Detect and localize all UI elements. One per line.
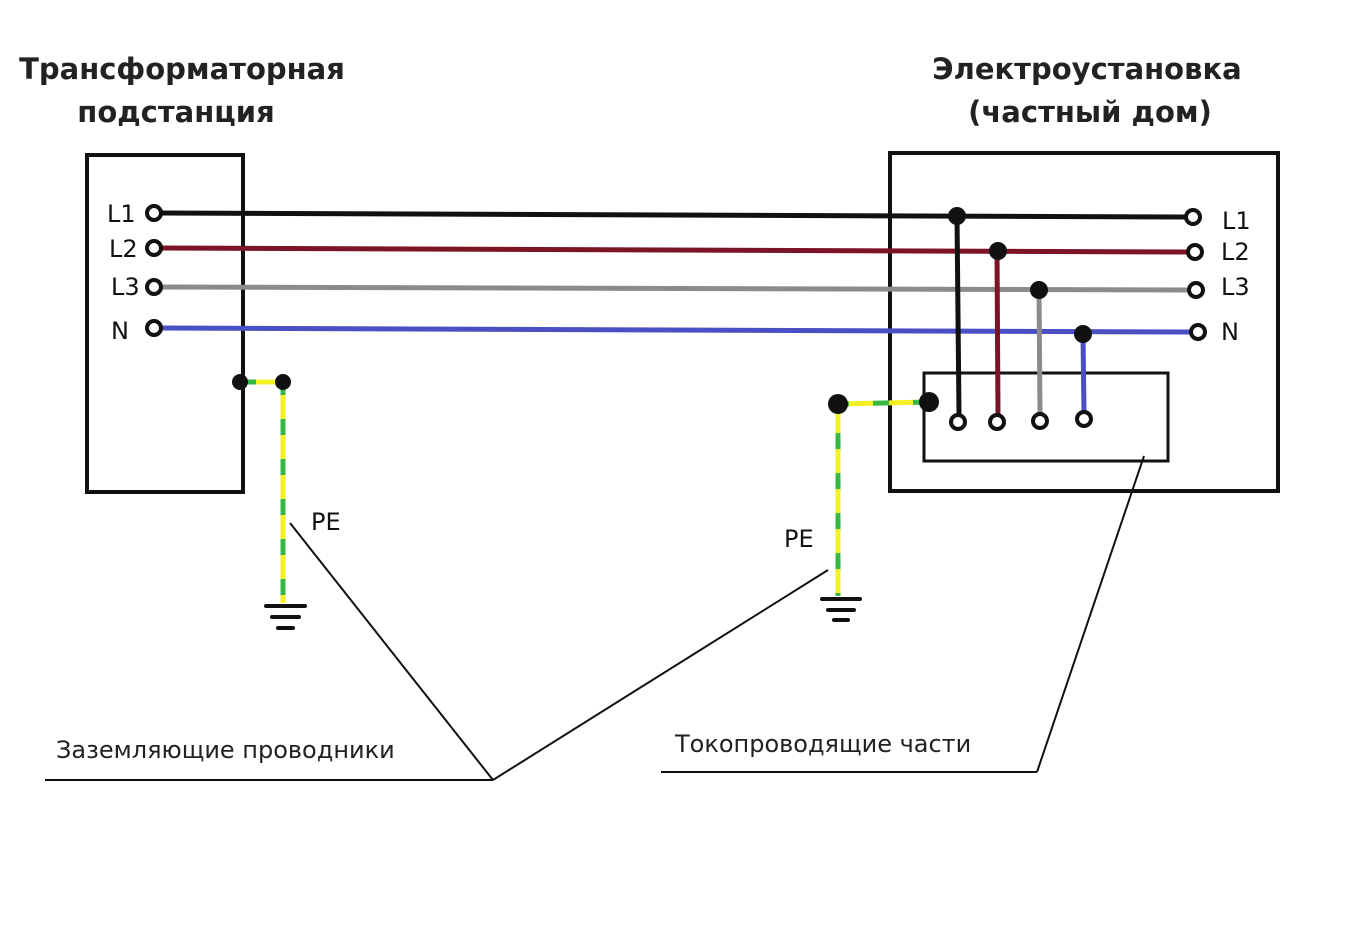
junction-dots [232,207,1092,414]
substation-title-line2: подстанция [77,95,274,129]
label-right-n: N [1221,318,1239,346]
label-right-l3: L3 [1221,273,1250,301]
label-left-l2: L2 [109,235,138,263]
drop-n [1080,333,1087,414]
label-left-l1: L1 [107,200,136,228]
grounding-leader-right [492,569,829,781]
terminal-load-l1 [949,413,967,431]
terminal-left-l2 [145,239,163,257]
terminal-load-l3 [1031,412,1049,430]
wire-n [160,325,1191,335]
wire-l2 [160,245,1188,255]
installation-title-line2: (частный дом) [968,95,1212,129]
ground-symbol-left [264,604,307,630]
terminal-load-n [1075,410,1093,428]
terminal-left-l1 [145,204,163,222]
junction-l2 [989,242,1007,260]
conductive-parts-box [922,371,1170,463]
terminal-right-n [1189,323,1207,341]
wire-l1 [160,210,1186,220]
terminal-load-l2 [988,413,1006,431]
junction-pe-left [275,374,291,390]
pe-conductor-right [835,399,930,596]
terminals-right [1184,208,1207,341]
label-left-l3: L3 [111,273,140,301]
pe-label-right: PE [784,525,814,553]
label-left-n: N [111,317,129,345]
label-right-l1: L1 [1222,207,1251,235]
junction-pe-right [828,394,848,414]
terminal-left-l3 [145,278,163,296]
caption-grounding: Заземляющие проводники [56,736,395,764]
pe-conductor-left [240,379,286,603]
junction-pe-left-box [232,374,248,390]
terminal-right-l2 [1186,243,1204,261]
drop-l3 [1036,288,1043,415]
wire-l3 [160,284,1189,293]
terminal-right-l1 [1184,208,1202,226]
conductive-leader [1036,455,1145,773]
ground-symbol-right [820,597,862,622]
drop-l2 [994,250,1001,415]
terminals-load [949,410,1093,431]
substation-title-line1: Трансформаторная [19,52,345,86]
terminal-left-n [145,319,163,337]
junction-l1 [948,207,966,225]
junction-l3 [1030,281,1048,299]
junction-pe-right-box [919,392,939,412]
terminals-left [145,204,163,337]
substation-box [85,153,245,494]
terminal-right-l3 [1187,281,1205,299]
junction-n [1074,325,1092,343]
installation-title-line1: Электроустановка [932,52,1241,86]
caption-conductive: Токопроводящие части [674,730,971,758]
grounding-leader-left [289,522,494,781]
leader-lines [45,455,1145,781]
label-right-l2: L2 [1221,238,1250,266]
drop-l1 [954,215,962,415]
installation-box [888,151,1280,493]
pe-label-left: PE [311,508,341,536]
